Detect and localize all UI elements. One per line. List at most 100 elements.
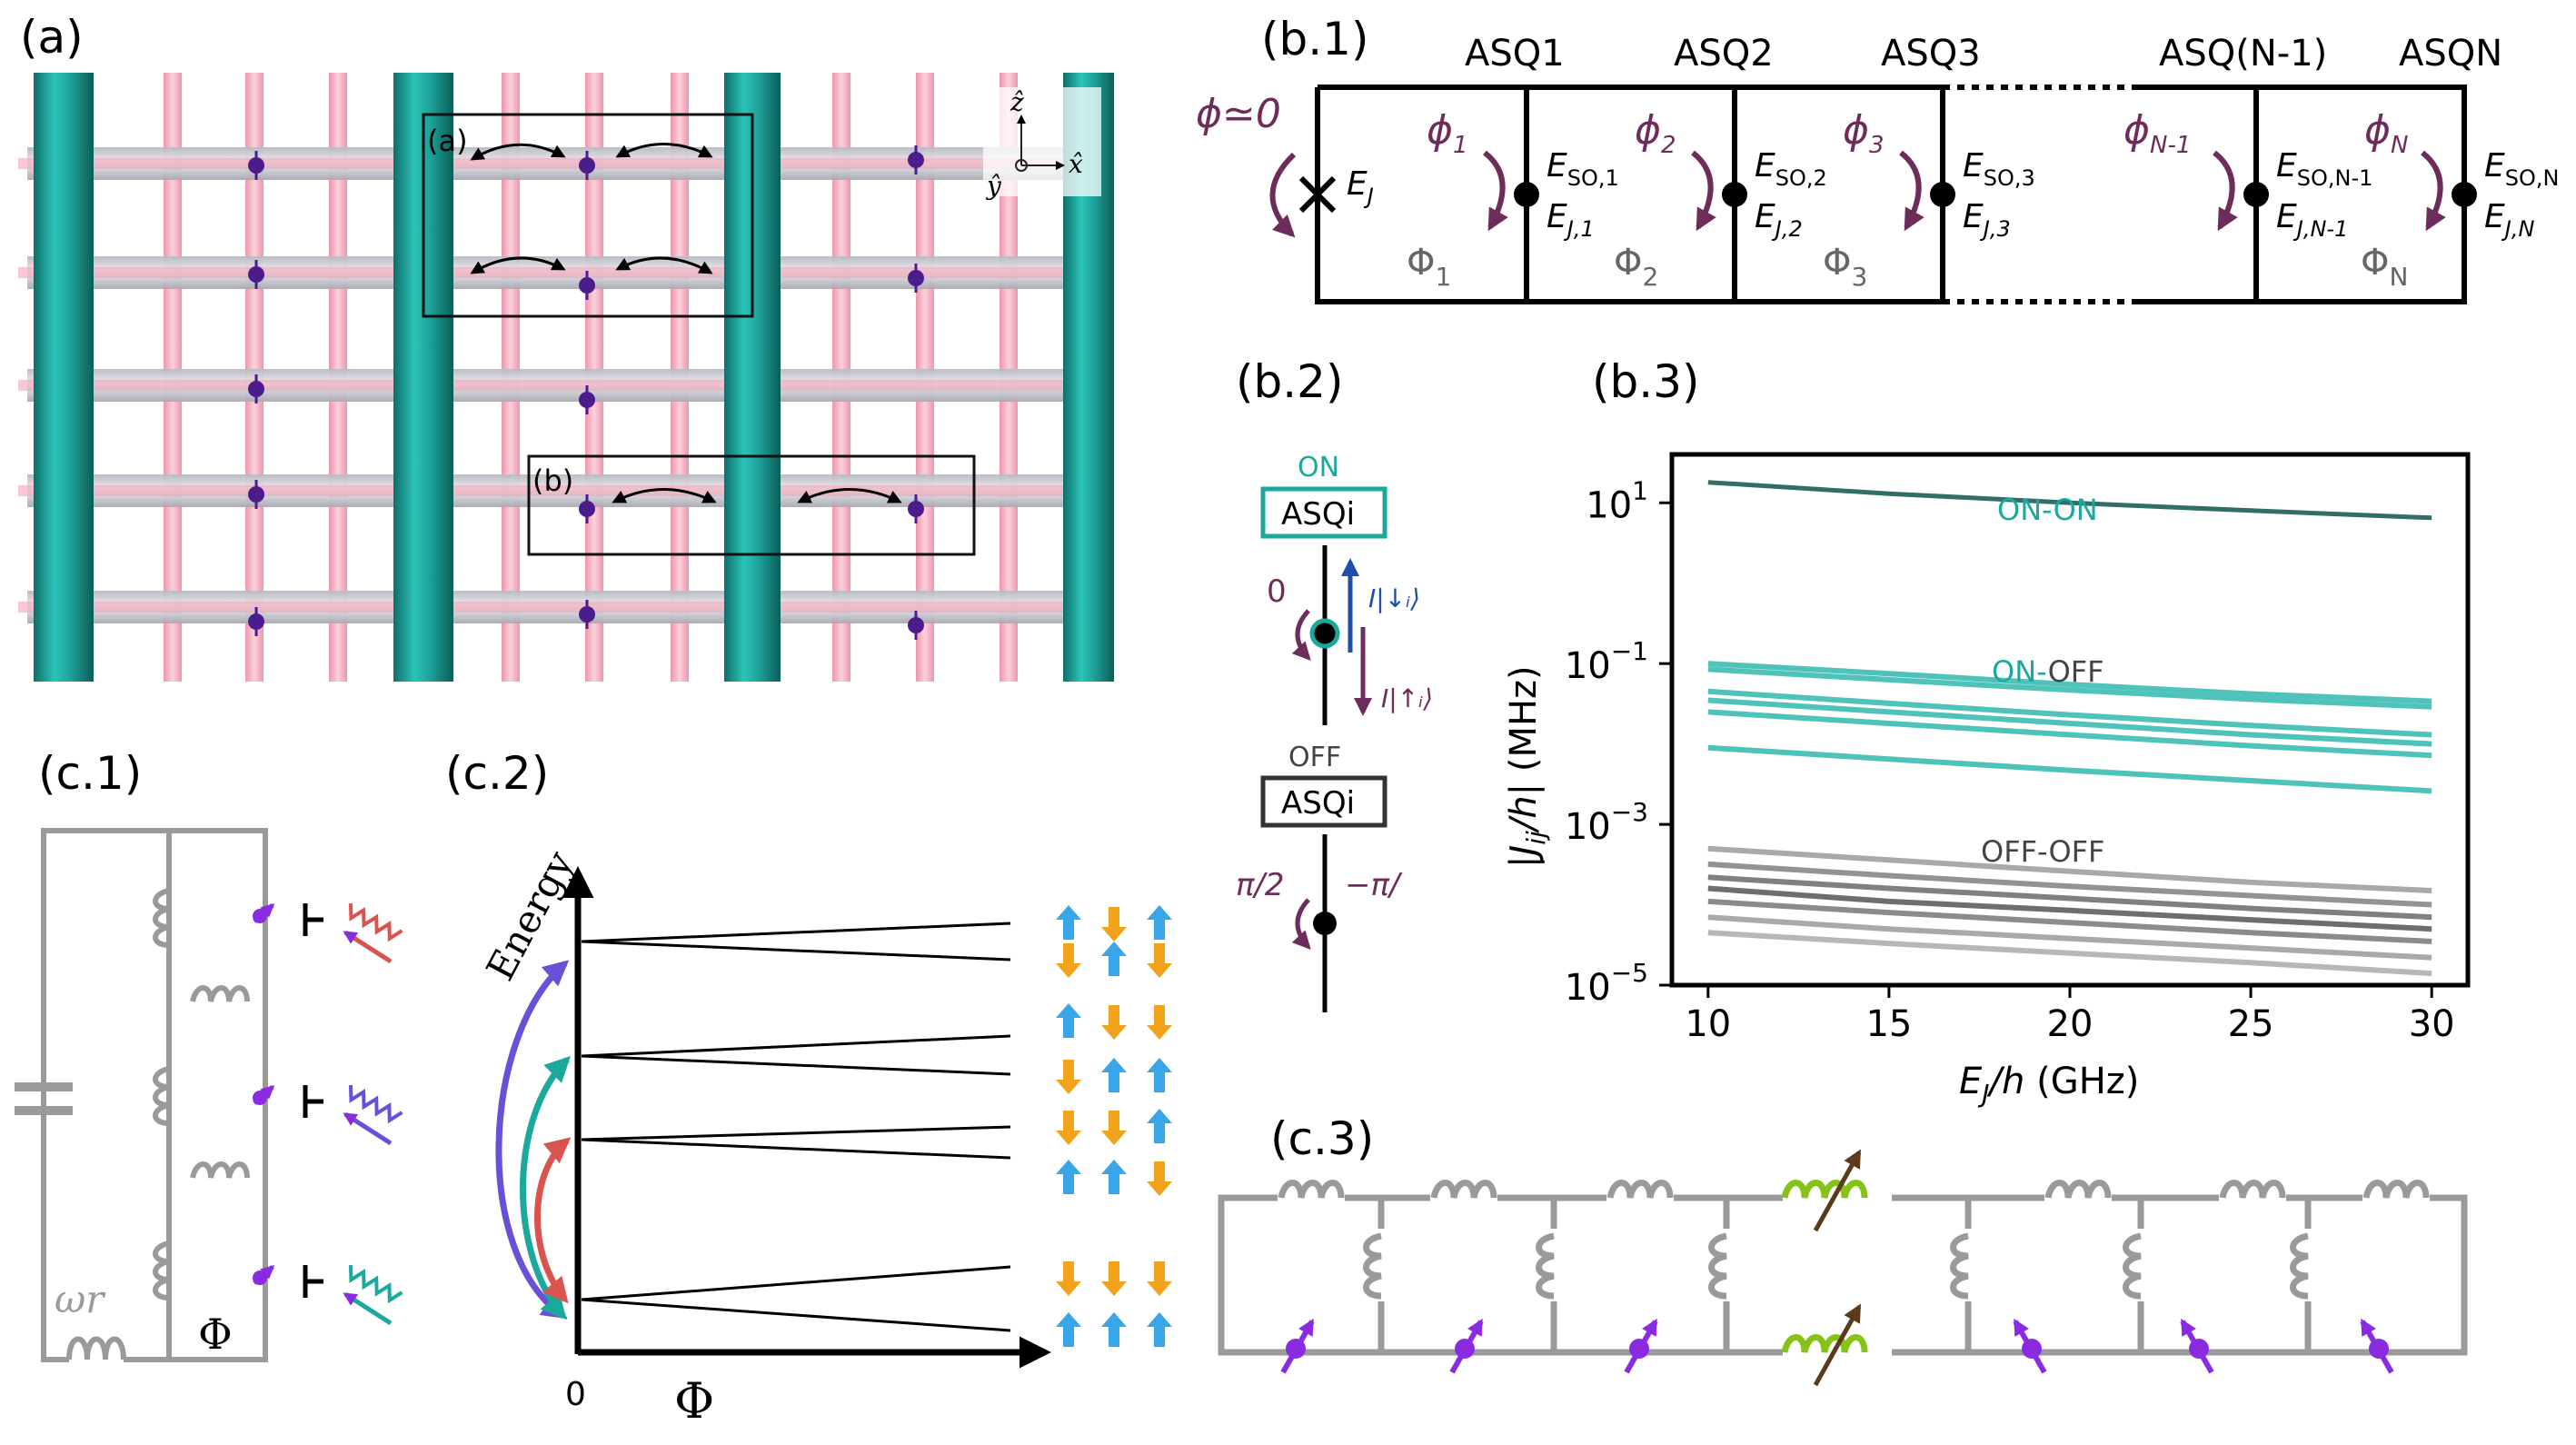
panel-label-c1: (c.1) [38, 747, 142, 800]
energy-level [581, 1054, 1011, 1076]
spin-dot [253, 1091, 267, 1105]
panel-label-a: (a) [20, 11, 84, 64]
series-line-on-off [1707, 688, 2432, 738]
spin-dot [253, 909, 267, 923]
inductor-coil [2290, 1232, 2309, 1300]
inductor-coil [1363, 1232, 1382, 1300]
flux-label: Φ3 [1823, 242, 1867, 292]
current-down-label: I|↓ᵢ⟩ [1368, 583, 1420, 613]
spin-arrow [2180, 1318, 2214, 1374]
series-line-off-off [1707, 845, 2432, 893]
spin-arrow [1449, 1318, 1484, 1374]
axis-y-label: ŷ [985, 171, 1002, 201]
drive-arrow [343, 1111, 393, 1146]
energy-level [581, 1138, 1011, 1160]
phase-arrow [2421, 150, 2446, 232]
spin-down-icon [1147, 943, 1172, 978]
panel-label-b2: (b.2) [1236, 355, 1343, 408]
y-tick-label: 10−1 [1565, 636, 1648, 687]
tunable-coupler-coil [1781, 1180, 1868, 1199]
asq-name-label: ASQ1 [1465, 33, 1565, 75]
inductor-coil [1606, 1180, 1674, 1199]
on-off-schematic: ON ASQi 0 I|↓ᵢ⟩ I|↑ᵢ⟩ OFF ASQi π/2 −π/ [1236, 452, 1433, 1012]
spin-down-icon [1147, 1161, 1172, 1196]
drive-wave [348, 902, 403, 942]
spin-down-icon [1056, 1111, 1081, 1145]
phase-arrow [1691, 150, 1716, 232]
spin-down-icon [1056, 1261, 1081, 1296]
ej-label: EJ [1347, 165, 1374, 209]
energy-level [581, 922, 1011, 943]
gray-rod-core [18, 158, 1109, 169]
spin-up-icon [1101, 942, 1127, 976]
wire [1218, 1194, 1285, 1356]
tunable-coupler-coil [1781, 1334, 1868, 1353]
phase-label: ϕ3 [1843, 107, 1885, 159]
axes-triad: ẑ x̂ ŷ [983, 87, 1101, 201]
inductor-coil [190, 1161, 250, 1179]
spin-arrow [2013, 1318, 2047, 1374]
series-line-on-off [1707, 661, 2432, 704]
spin-up-icon [1101, 1312, 1127, 1347]
spin-up-icon [1147, 905, 1172, 940]
wire [2401, 1194, 2468, 1356]
teal-rod [34, 73, 94, 682]
y-tick-label: 10−3 [1565, 797, 1648, 848]
axis-z-label: ẑ [1010, 87, 1024, 117]
inductor-coil [153, 888, 170, 948]
x-tick-label: 10 [1685, 1003, 1731, 1045]
spin-up-icon [1056, 1003, 1081, 1038]
drive-arrow [343, 1291, 393, 1326]
spin-down-icon [1101, 1261, 1127, 1296]
axis-x-label: x̂ [1069, 149, 1083, 179]
spin-down-icon [1147, 1261, 1172, 1296]
spin-up-icon [1147, 1109, 1172, 1143]
asq-on-text: ASQi [1281, 496, 1355, 533]
spin-up-icon [1101, 1160, 1127, 1194]
spin-up-icon [1147, 1058, 1172, 1092]
flux-label: ΦN [2361, 242, 2408, 292]
y-axis-label: |Jij/h| (MHz) [1503, 665, 1551, 868]
y-tick-label: 101 [1586, 475, 1648, 526]
box-b [527, 454, 976, 556]
junction-dot [2452, 182, 2477, 207]
inductor-coil [2123, 1232, 2142, 1300]
inductor-coil [1536, 1232, 1555, 1300]
panel-label-b1: (b.1) [1261, 13, 1368, 65]
phase-arrow [1483, 150, 1508, 232]
c1-spins-and-drives [253, 902, 403, 1326]
flux-label: Φ2 [1614, 242, 1658, 292]
energy-level [581, 1125, 1011, 1141]
inductor-coil [153, 1066, 170, 1126]
asq-name-label: ASQ(N-1) [2159, 33, 2327, 75]
series-line-off-off [1707, 861, 2432, 908]
drive-wave [348, 1084, 403, 1124]
inductor-coil [1950, 1232, 1969, 1300]
inductor-coil [1278, 1180, 1345, 1199]
zero-label: 0 [565, 1376, 586, 1413]
spin-down-icon [1101, 1005, 1127, 1040]
off-label: OFF [1288, 742, 1341, 773]
omega-label: ωr [55, 1277, 106, 1321]
spin-arrow [1280, 1318, 1315, 1374]
spin-down-icon [1147, 1005, 1172, 1040]
phase-label: ϕN [2364, 107, 2408, 159]
spin-down-icon [1101, 907, 1127, 942]
annotation-label: OFF-OFF [1981, 834, 2104, 869]
eso-label: ESO,2 [1755, 147, 1827, 191]
asq-name-label: ASQN [2399, 33, 2502, 75]
spin-up-icon [1056, 1160, 1081, 1194]
qubit-junctions: ASQ1ϕ1ESO,1EJ,1Φ1ASQ2ϕ2ESO,2EJ,2Φ2ASQ3ϕ3… [1407, 33, 2559, 292]
energy-level [581, 940, 1011, 962]
energy-level [581, 1298, 1011, 1332]
junction-dot [1514, 182, 1539, 207]
series-line-off-off [1707, 874, 2432, 921]
box-b-label: (b) [532, 463, 573, 498]
flux-label: Φ1 [1407, 242, 1451, 292]
energy-levels [581, 922, 1011, 1332]
annotation-label: ON-ON [1997, 493, 2098, 527]
spin-configurations [1056, 905, 1172, 1347]
spin-up-icon [1056, 905, 1081, 940]
current-up-label: I|↑ᵢ⟩ [1381, 683, 1433, 713]
